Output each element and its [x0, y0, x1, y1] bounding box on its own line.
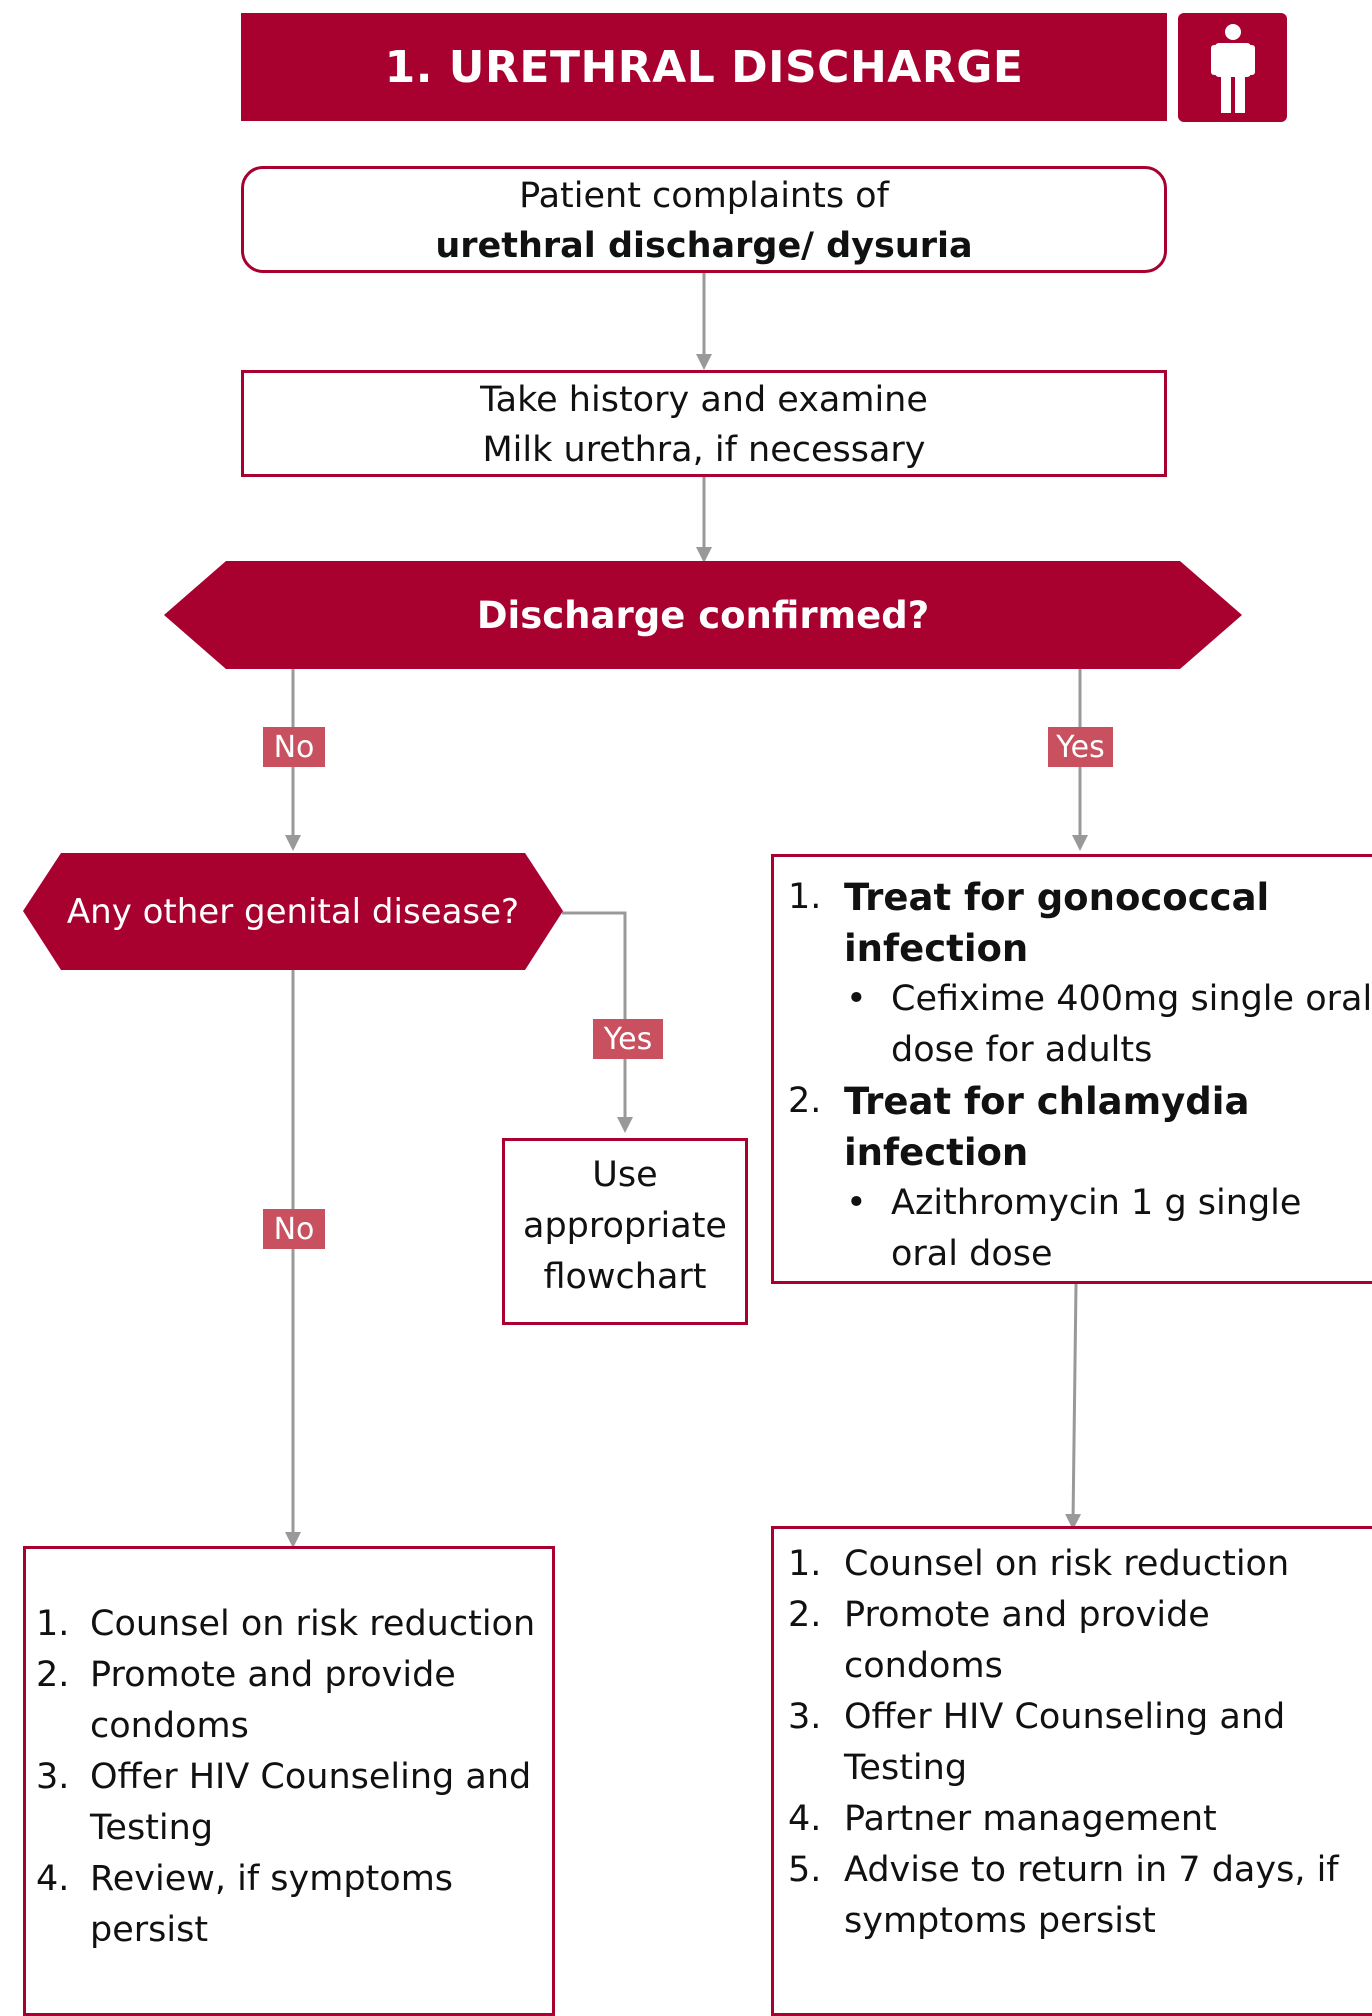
appropriate-line3: flowchart: [543, 1257, 707, 1297]
decision-discharge-label: Discharge confirmed?: [476, 593, 930, 637]
decision-discharge: Discharge confirmed?: [164, 561, 1242, 669]
treatment-box: 1. Treat for gonococcal infection • Cefi…: [771, 854, 1372, 1284]
treatment-item-1-title: Treat for gonococcal infection: [844, 876, 1270, 970]
decision-other-disease-label: Any other genital disease?: [66, 891, 520, 932]
history-line2: Milk urethra, if necessary: [482, 430, 926, 470]
treatment-item-2-title: Treat for chlamydia infection: [844, 1080, 1250, 1174]
flowchart-title: 1. URETHRAL DISCHARGE: [241, 13, 1167, 121]
list-item: 5.Advise to return in 7 days, if symptom…: [788, 1850, 1339, 1941]
left-outcome-list: 1.Counsel on risk reduction 2.Promote an…: [36, 1599, 552, 1956]
decision-other-disease: Any other genital disease?: [23, 853, 563, 970]
treatment-item-1-detail-text: Cefixime 400mg single oral dose for adul…: [891, 979, 1372, 1070]
list-item: 1.Counsel on risk reduction: [788, 1544, 1290, 1584]
history-box: Take history and examine Milk urethra, i…: [241, 370, 1167, 477]
list-item: 4.Partner management: [788, 1799, 1217, 1839]
start-line2: urethral discharge/ dysuria: [435, 226, 973, 266]
treatment-item-1: 1. Treat for gonococcal infection • Cefi…: [788, 872, 1372, 1076]
start-box: Patient complaints of urethral discharge…: [241, 166, 1167, 273]
list-item: 3.Offer HIV Counseling and Testing: [36, 1757, 532, 1848]
treatment-item-2-detail-text: Azithromycin 1 g single oral dose: [891, 1183, 1302, 1274]
list-item: 2.Promote and provide condoms: [788, 1595, 1210, 1686]
treatment-item-2-num: 2.: [788, 1081, 822, 1121]
treatment-item-2: 2. Treat for chlamydia infection • Azith…: [788, 1076, 1372, 1280]
appropriate-line2: appropriate: [523, 1206, 727, 1246]
list-item: 2.Promote and provide condoms: [36, 1655, 456, 1746]
right-outcome-list: 1.Counsel on risk reduction 2.Promote an…: [788, 1539, 1372, 1947]
right-outcome-box: 1.Counsel on risk reduction 2.Promote an…: [771, 1526, 1372, 2016]
list-item: 1.Counsel on risk reduction: [36, 1604, 536, 1644]
bullet: •: [846, 1183, 867, 1223]
tag-yes-2: Yes: [593, 1019, 663, 1059]
tag-no-2: No: [263, 1209, 325, 1249]
tag-yes-1: Yes: [1048, 727, 1113, 767]
arrow-treat-to-outcome: [1065, 1283, 1082, 1530]
list-item: 3.Offer HIV Counseling and Testing: [788, 1697, 1286, 1788]
list-item: 4.Review, if symptoms persist: [36, 1859, 454, 1950]
history-line1: Take history and examine: [480, 380, 928, 420]
appropriate-flowchart-box: Use appropriate flowchart: [502, 1138, 748, 1325]
treatment-item-2-detail: • Azithromycin 1 g single oral dose: [844, 1178, 1372, 1280]
start-line1: Patient complaints of: [519, 176, 889, 216]
bullet: •: [846, 979, 867, 1019]
treatment-item-1-num: 1.: [788, 877, 822, 917]
tag-no-1: No: [263, 727, 325, 767]
appropriate-line1: Use: [592, 1155, 658, 1195]
male-person-icon: [1178, 13, 1287, 122]
left-outcome-box: 1.Counsel on risk reduction 2.Promote an…: [23, 1546, 555, 2016]
treatment-item-1-detail: • Cefixime 400mg single oral dose for ad…: [844, 974, 1372, 1076]
